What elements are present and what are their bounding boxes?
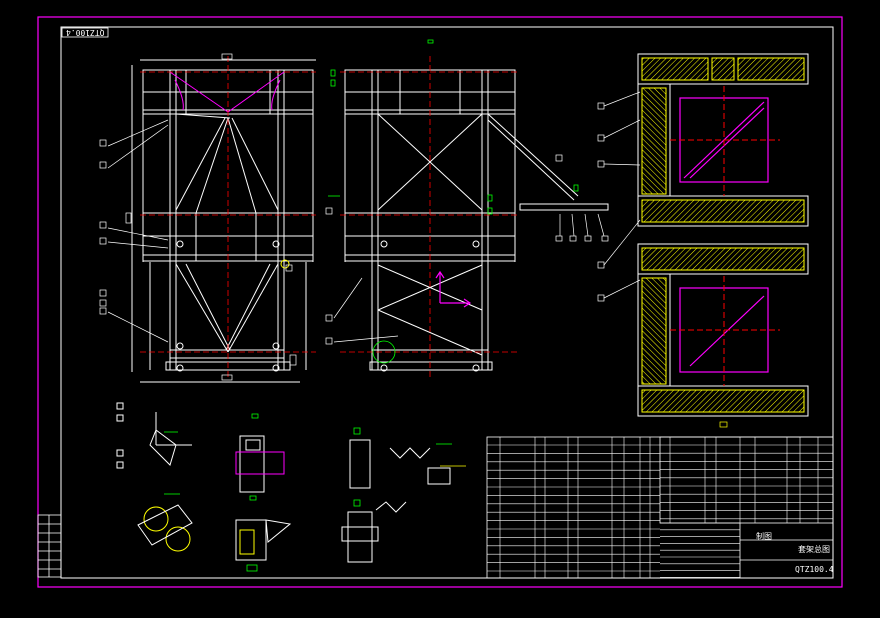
front-elevation xyxy=(131,59,316,383)
code-box xyxy=(61,27,109,38)
outer-frame xyxy=(37,16,843,588)
front-detail-marker xyxy=(280,259,290,269)
detail-views xyxy=(116,402,451,563)
side-elevation xyxy=(344,69,609,372)
detail-marks xyxy=(164,413,466,572)
bom-table xyxy=(487,437,833,578)
axis-arrows xyxy=(435,270,472,308)
side-centerlines xyxy=(340,56,520,380)
front-top-truss xyxy=(169,71,285,113)
green-marks xyxy=(328,39,579,215)
title-block-title: 套架总图 xyxy=(798,545,830,554)
front-leaders xyxy=(99,53,297,381)
title-block-company: 制图 xyxy=(756,532,772,541)
side-detail-marker xyxy=(372,340,396,364)
code-text: QTZ100.4 xyxy=(66,28,105,37)
front-centerlines xyxy=(140,56,316,380)
plan-view-top xyxy=(637,53,809,227)
inner-frame xyxy=(60,26,834,579)
drawing-number: QTZ100.4 xyxy=(795,565,834,574)
side-leaders xyxy=(325,154,609,345)
plan-view-bottom xyxy=(637,243,809,417)
plan-leaders xyxy=(597,91,728,428)
left-stamp-block xyxy=(37,514,62,578)
